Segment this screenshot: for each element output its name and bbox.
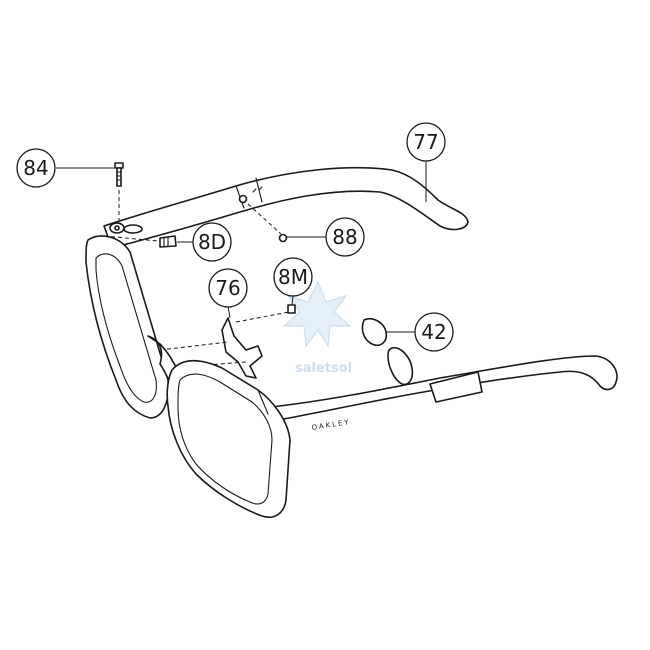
callout-8D-label: 8D xyxy=(198,230,226,254)
nose-pads-42 xyxy=(361,317,414,386)
callout-76: 76 xyxy=(208,268,248,308)
callout-88-label: 88 xyxy=(332,225,357,249)
callout-8D: 8D xyxy=(192,222,232,262)
far-temple-arm xyxy=(103,166,469,249)
callout-42-label: 42 xyxy=(421,320,446,344)
brand-mark: OAKLEY xyxy=(311,418,351,432)
watermark-text: saletsol xyxy=(295,361,352,376)
callout-8M: 8M xyxy=(273,257,313,297)
callout-77-label: 77 xyxy=(413,130,438,154)
callout-42: 42 xyxy=(414,312,454,352)
near-temple-arm: OAKLEY xyxy=(261,355,618,432)
leader-8M xyxy=(291,295,294,306)
callout-88: 88 xyxy=(325,217,365,257)
near-lens-frame xyxy=(166,359,291,518)
far-lens-frame xyxy=(85,235,170,419)
callout-76-label: 76 xyxy=(215,276,240,300)
screw-88 xyxy=(247,203,288,243)
callout-84: 84 xyxy=(16,148,56,188)
screw-84 xyxy=(109,162,125,234)
pin-8M xyxy=(287,304,296,314)
nose-pad-arm-76 xyxy=(159,311,290,379)
hinge-pin-8D xyxy=(103,235,177,248)
callout-8M-label: 8M xyxy=(278,265,308,289)
callout-77: 77 xyxy=(406,122,446,162)
callout-84-label: 84 xyxy=(23,156,48,180)
leader-76 xyxy=(227,305,231,319)
